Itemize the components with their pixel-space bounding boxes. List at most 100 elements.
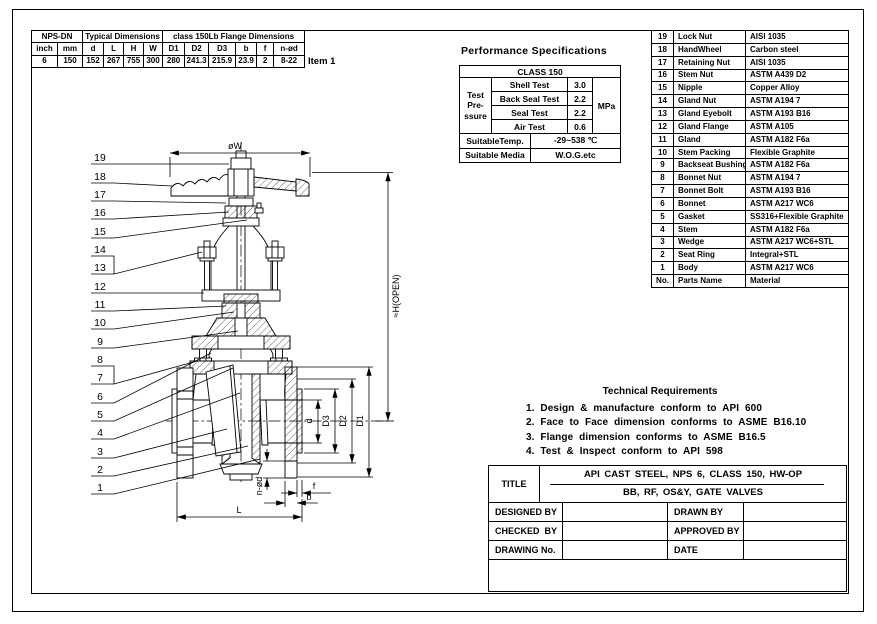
dim-d2: D2: [297, 378, 356, 464]
svg-text:8: 8: [97, 354, 103, 366]
drawn-by-label: DRAWN BY: [668, 503, 744, 522]
dims-group-row: NPS-DN Typical Dimensions class 150Lb Fl…: [30, 29, 306, 44]
technical-requirements-title: Technical Requirements: [602, 386, 718, 397]
test-name: Shell Test: [491, 77, 568, 92]
title-divider: [550, 484, 824, 485]
svg-text:d: d: [304, 418, 314, 423]
class-header: CLASS 150: [458, 65, 622, 78]
svg-text:16: 16: [94, 207, 106, 219]
callout-15: 15: [91, 219, 248, 239]
svg-text:2: 2: [97, 464, 103, 476]
dim-d3: D3: [304, 388, 339, 454]
svg-text:6: 6: [97, 391, 103, 403]
left-flange: [171, 367, 194, 479]
test-value: 0.6: [567, 119, 593, 134]
dim-flange-thickness-b: b: [264, 481, 318, 507]
performance-table: CLASS 150 Test Pre- ssure Shell Test 3.0…: [458, 65, 622, 163]
stem-nut-assembly: [222, 197, 264, 227]
checked-by-label: CHECKED BY: [489, 522, 563, 541]
test-name: Back Seal Test: [491, 91, 568, 106]
callout-18: 18: [91, 171, 173, 187]
callout-1: 1: [91, 458, 261, 495]
svg-text:1: 1: [97, 482, 103, 494]
suitable-media-label: Suitable Media: [459, 147, 531, 163]
callout-6: 6: [91, 352, 212, 404]
title-line-1: API CAST STEEL, NPS 6, CLASS 150, HW-OP: [583, 469, 803, 480]
title-line-2: BB, RF, OS&Y, GATE VALVES: [623, 487, 763, 498]
svg-text:b: b: [306, 492, 311, 502]
svg-text:øW: øW: [228, 141, 242, 151]
svg-text:3: 3: [97, 446, 103, 458]
approved-by-label: APPROVED BY: [668, 522, 744, 541]
svg-text:14: 14: [94, 244, 106, 256]
callout-19: 19: [91, 152, 229, 165]
svg-text:10: 10: [94, 317, 106, 329]
svg-text:≈H(OPEN): ≈H(OPEN): [391, 275, 401, 318]
dim-bolt-holes: n-ød: [254, 449, 285, 495]
svg-text:12: 12: [94, 281, 106, 293]
right-flange: [284, 366, 303, 479]
callout-11: 11: [91, 299, 227, 312]
dim-bore-d: d: [302, 399, 322, 444]
test-value: 2.2: [567, 105, 593, 120]
dims-group-typical: Typical Dimensions: [82, 29, 164, 44]
test-value: 2.2: [567, 91, 593, 106]
date-label: DATE: [668, 541, 744, 560]
svg-text:18: 18: [94, 171, 106, 183]
svg-text:L: L: [236, 505, 241, 515]
title-text: API CAST STEEL, NPS 6, CLASS 150, HW-OP …: [540, 466, 846, 503]
test-value: 3.0: [567, 77, 593, 92]
checked-by-value: [563, 522, 668, 541]
item-label: Item 1: [308, 56, 336, 67]
pressure-unit: MPa: [591, 77, 622, 134]
title-block-empty-strip: [489, 560, 846, 591]
callout-2: 2: [91, 445, 249, 477]
svg-text:4: 4: [97, 427, 103, 439]
suitable-temp-label: SuitableTemp.: [459, 133, 531, 149]
title-label: TITLE: [489, 466, 540, 503]
yoke: [210, 225, 272, 292]
callout-4: 4: [91, 392, 241, 440]
requirement-item: 2. Face to Face dimension conforms to AS…: [526, 417, 807, 429]
requirement-item: 1. Design & manufacture conform to API 6…: [526, 403, 762, 414]
callout-13: 13: [91, 251, 203, 275]
svg-text:D1: D1: [355, 415, 365, 427]
svg-text:f: f: [313, 481, 316, 491]
inner-border: [31, 30, 849, 594]
drawing-no-label: DRAWING No.: [489, 541, 563, 560]
dims-group-nps: NPS-DN: [30, 29, 84, 44]
gland-eyebolts: [197, 240, 285, 291]
handwheel: [170, 168, 310, 197]
technical-requirements: Technical Requirements 1. Design & manuf…: [500, 386, 820, 460]
gland-assembly: [201, 289, 281, 319]
outer-border: [12, 9, 864, 612]
svg-text:11: 11: [95, 299, 106, 311]
designed-by-value: [563, 503, 668, 522]
svg-text:5: 5: [97, 409, 103, 421]
callout-10: 10: [91, 311, 235, 330]
callout-12: 12: [91, 281, 204, 294]
test-name: Air Test: [491, 119, 568, 134]
suitable-media-value: W.O.G.etc: [530, 147, 621, 163]
date-value: [744, 541, 846, 560]
svg-text:7: 7: [97, 372, 103, 384]
callout-9: 9: [91, 330, 239, 349]
